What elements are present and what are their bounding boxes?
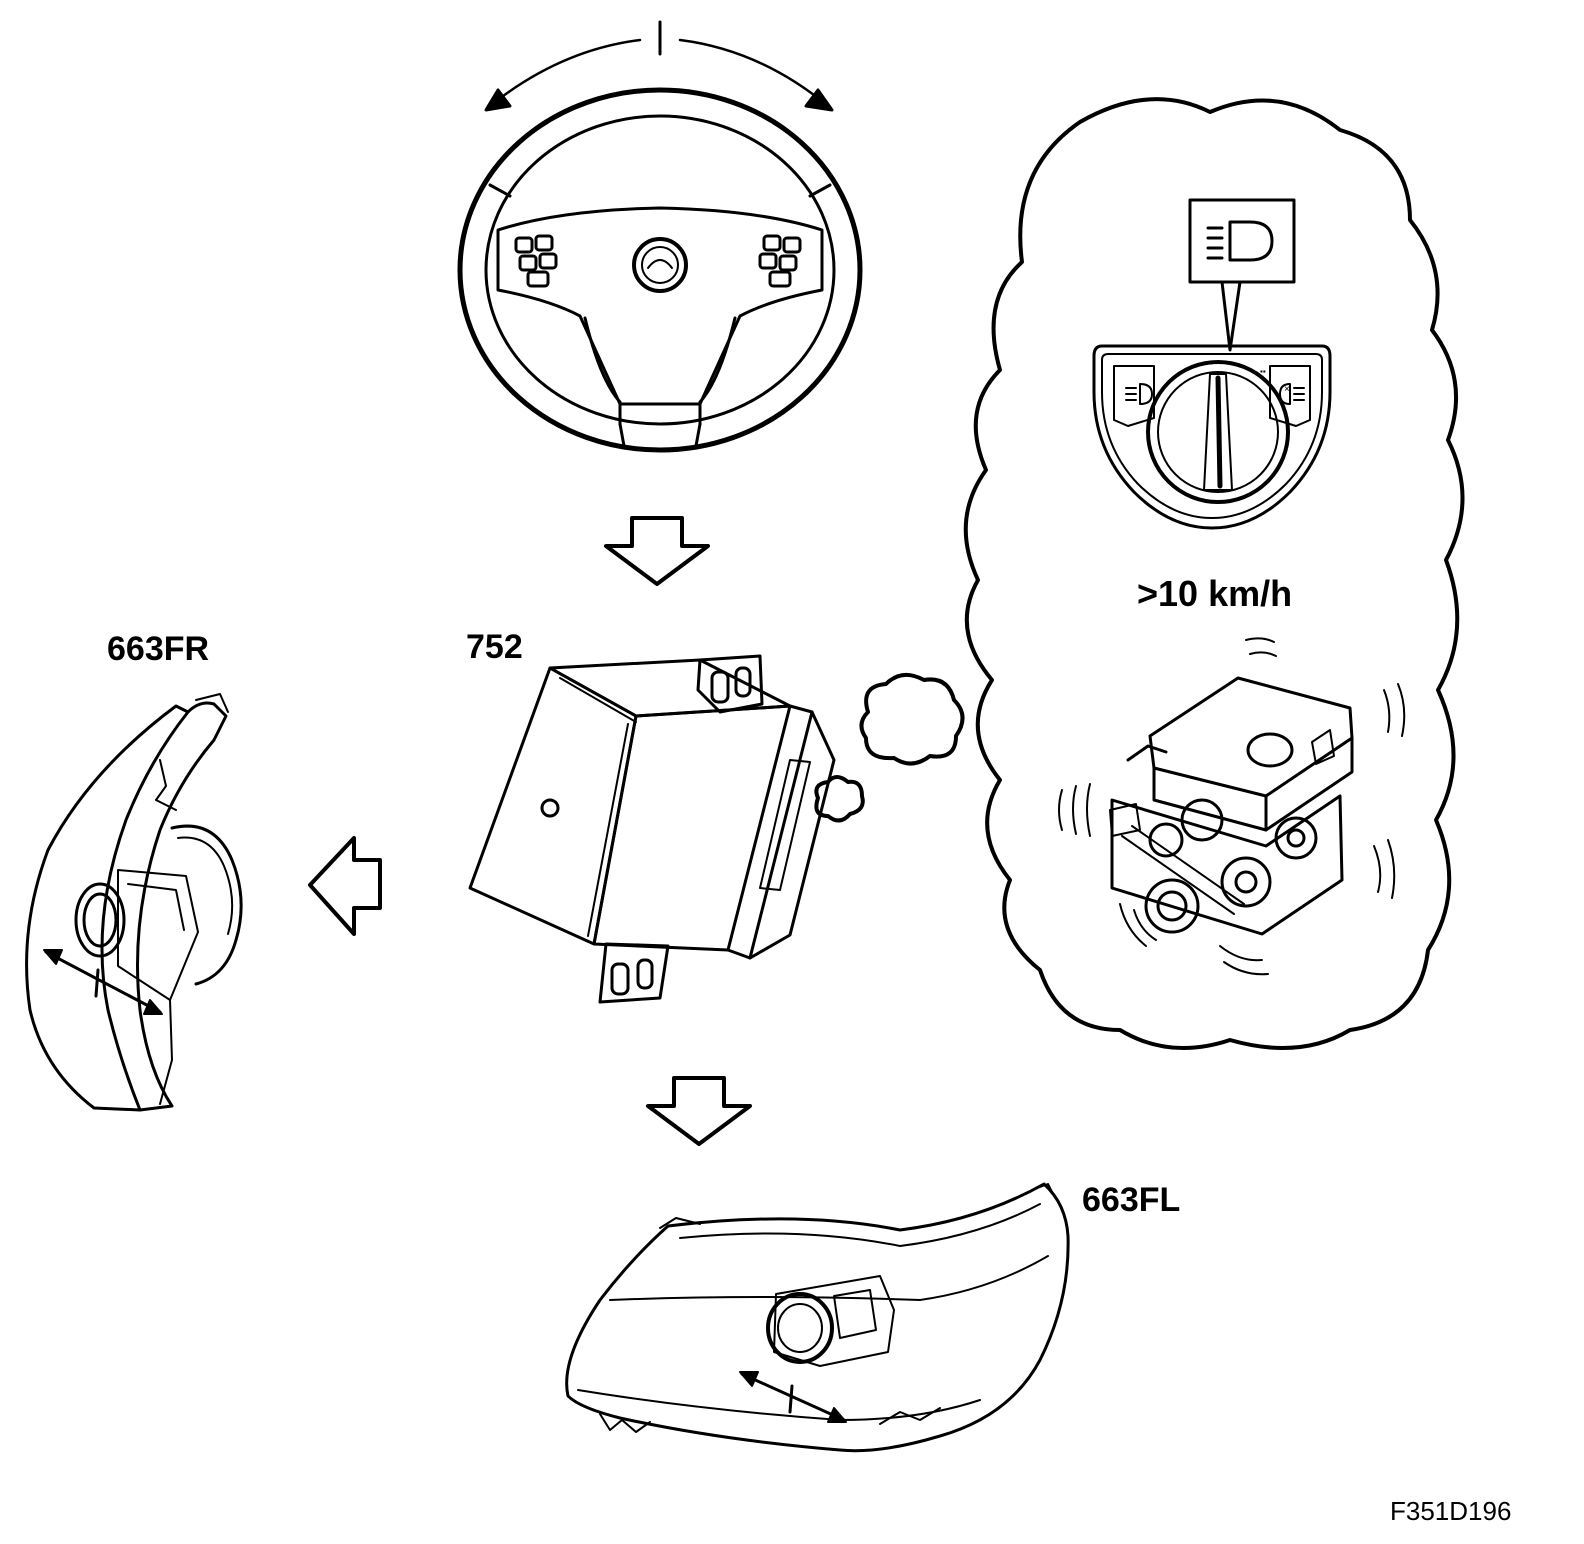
headlamp-fl-projector <box>766 1292 834 1364</box>
wheel-rim-outer <box>457 87 863 453</box>
wheel-hub <box>496 206 824 406</box>
arrow-down-to-module <box>604 516 710 586</box>
figure-id-label: F351D196 <box>1390 1496 1512 1526</box>
light-switch-panel: ▪ ▪▪ × <box>1092 198 1332 530</box>
arrow-left-to-right-headlamp <box>308 836 382 936</box>
arrow-down-to-left-headlamp <box>646 1076 752 1146</box>
light-switch-knob <box>1146 360 1290 504</box>
headlamp-right-label: 663FR <box>107 630 210 668</box>
module-front-face <box>468 666 638 946</box>
wheel-emblem <box>632 237 688 293</box>
steering-wheel-icon <box>457 20 863 453</box>
headlamp-fr-lens <box>25 704 190 1112</box>
speed-condition-label: >10 km/h <box>1137 573 1293 614</box>
engine-icon <box>1058 637 1406 976</box>
control-module-label: 752 <box>466 628 523 666</box>
headlamp-left-label: 663FL <box>1082 1181 1181 1219</box>
thought-bubble <box>814 97 1465 1050</box>
rotation-arc-right <box>678 38 830 108</box>
svg-text:▪: ▪ <box>1210 359 1213 368</box>
rotation-arrowhead-left <box>484 88 512 112</box>
wheel-rim-inner <box>484 114 836 426</box>
low-beam-headlight-icon <box>1188 198 1296 284</box>
headlamp-fr-projector <box>74 882 126 958</box>
rotation-arc-left <box>488 38 642 108</box>
svg-text:×: × <box>1284 384 1290 395</box>
headlamp-fl-housing <box>565 1182 1070 1453</box>
switch-panel-outline <box>1092 344 1332 530</box>
thought-bubble-large <box>963 97 1465 1050</box>
engine-block <box>1110 794 1344 936</box>
control-module-752 <box>468 654 836 1004</box>
headlamp-663FL <box>565 1182 1070 1453</box>
thought-bubble-small-2 <box>859 672 965 766</box>
svg-text:▪▪: ▪▪ <box>1260 367 1266 376</box>
engine-top-cover <box>1148 676 1354 798</box>
headlamp-663FR <box>25 693 243 1112</box>
rotation-arrowhead-right <box>804 88 834 112</box>
thought-bubble-small-1 <box>814 775 865 823</box>
